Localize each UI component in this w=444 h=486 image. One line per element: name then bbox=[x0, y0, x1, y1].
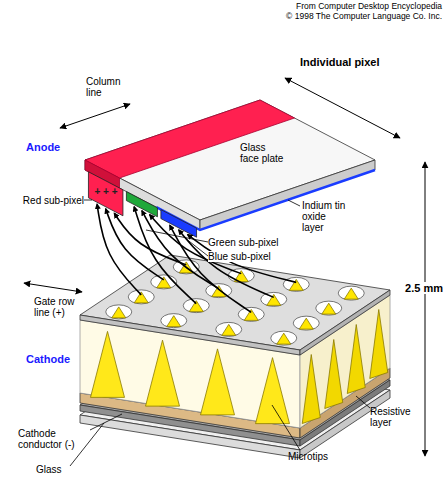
dimension-label: Individual pixel bbox=[300, 56, 420, 68]
microtip-cone bbox=[370, 310, 388, 379]
direction-label: Column line bbox=[86, 76, 126, 98]
microtip-cone bbox=[146, 340, 180, 406]
gate-plate bbox=[80, 255, 390, 355]
microtip-cone bbox=[347, 325, 365, 394]
green-sub-pixel bbox=[126, 192, 157, 217]
row-direction-arrow bbox=[24, 283, 82, 292]
source-credit: From Computer Desktop Encyclopedia bbox=[252, 1, 442, 11]
part-label: Glass bbox=[36, 464, 76, 475]
microtip-tip bbox=[322, 303, 336, 314]
electron-beam bbox=[97, 204, 141, 295]
part-label: Green sub-pixel bbox=[208, 237, 298, 248]
part-label: Red sub-pixel bbox=[12, 195, 84, 206]
gate-plate-top bbox=[80, 255, 390, 350]
part-label: Resistive layer bbox=[370, 406, 418, 428]
dimension-label: 2.5 mm bbox=[404, 282, 444, 294]
microtip-tip bbox=[222, 324, 236, 335]
leader-line bbox=[288, 200, 300, 206]
part-label: Microtips bbox=[288, 451, 348, 462]
microtip-cone bbox=[302, 355, 320, 424]
part-label: Glass face plate bbox=[240, 142, 286, 164]
leader-line bbox=[70, 423, 104, 466]
gate-hole bbox=[238, 307, 264, 321]
microtip-tip bbox=[157, 277, 171, 288]
microtip-cone bbox=[256, 358, 290, 424]
electron-beam bbox=[106, 209, 164, 280]
leader-line bbox=[146, 230, 208, 242]
leader-line bbox=[356, 396, 370, 408]
part-label: Indium tin oxide layer bbox=[302, 200, 346, 233]
microtip-tip bbox=[212, 286, 226, 297]
gate-hole bbox=[316, 301, 342, 315]
gate-hole bbox=[338, 286, 364, 300]
microtip-tip bbox=[189, 301, 203, 312]
anode-assembly bbox=[85, 100, 375, 237]
microtip-tip bbox=[277, 333, 291, 344]
section-label: Anode bbox=[26, 142, 86, 153]
charge-sign: + + + bbox=[88, 186, 124, 197]
gate-hole bbox=[261, 292, 287, 306]
leader-line bbox=[185, 238, 208, 256]
leader-line bbox=[84, 200, 92, 201]
red-phosphor-stripe bbox=[85, 100, 295, 178]
gate-hole bbox=[293, 316, 319, 330]
gate-hole bbox=[106, 305, 132, 319]
microtip-tip bbox=[112, 307, 126, 318]
gate-plate-front bbox=[80, 315, 300, 355]
part-label: Blue sub-pixel bbox=[208, 251, 298, 262]
microtip-cone bbox=[325, 340, 343, 409]
gate-holes bbox=[106, 260, 365, 345]
pixel-width-arrow bbox=[285, 78, 400, 138]
microtip-tip bbox=[167, 316, 181, 327]
part-label: Gate row line (+) bbox=[34, 296, 82, 318]
leader-lines bbox=[24, 78, 425, 466]
electron-beam bbox=[114, 213, 186, 265]
leader-line bbox=[272, 405, 300, 450]
face-plate-side bbox=[200, 160, 375, 230]
leader-line bbox=[90, 414, 122, 430]
section-label: Cathode bbox=[26, 354, 86, 365]
microtip-tip bbox=[134, 292, 148, 303]
column-direction-arrow bbox=[60, 104, 130, 128]
cathode-assembly bbox=[80, 255, 390, 458]
microtip-cone bbox=[91, 331, 125, 397]
microtip-tip bbox=[299, 318, 313, 329]
gate-hole bbox=[161, 314, 187, 328]
height-dimension-arrow bbox=[425, 162, 426, 456]
microtip-tip bbox=[244, 309, 258, 320]
part-label: Cathode conductor (-) bbox=[18, 428, 90, 450]
gate-hole bbox=[271, 331, 297, 345]
copyright-note: © 1998 The Computer Language Co. Inc. bbox=[242, 11, 442, 21]
gate-hole bbox=[128, 290, 154, 304]
gate-hole bbox=[216, 322, 242, 336]
microtip-cone bbox=[201, 349, 235, 415]
gate-hole bbox=[183, 299, 209, 313]
microtip-tip bbox=[344, 288, 358, 299]
